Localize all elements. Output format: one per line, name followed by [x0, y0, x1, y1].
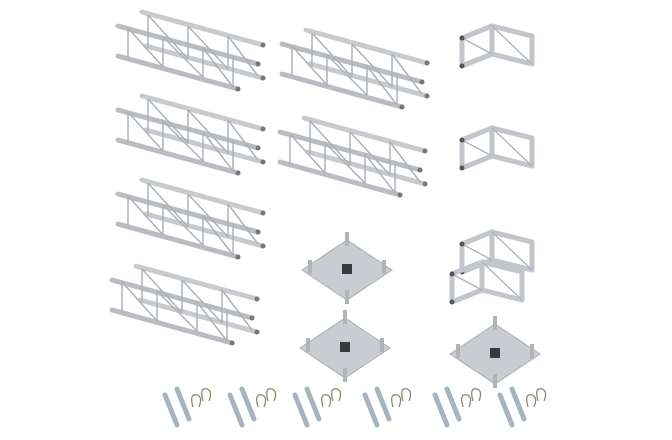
truss-set-photo: [0, 0, 672, 440]
